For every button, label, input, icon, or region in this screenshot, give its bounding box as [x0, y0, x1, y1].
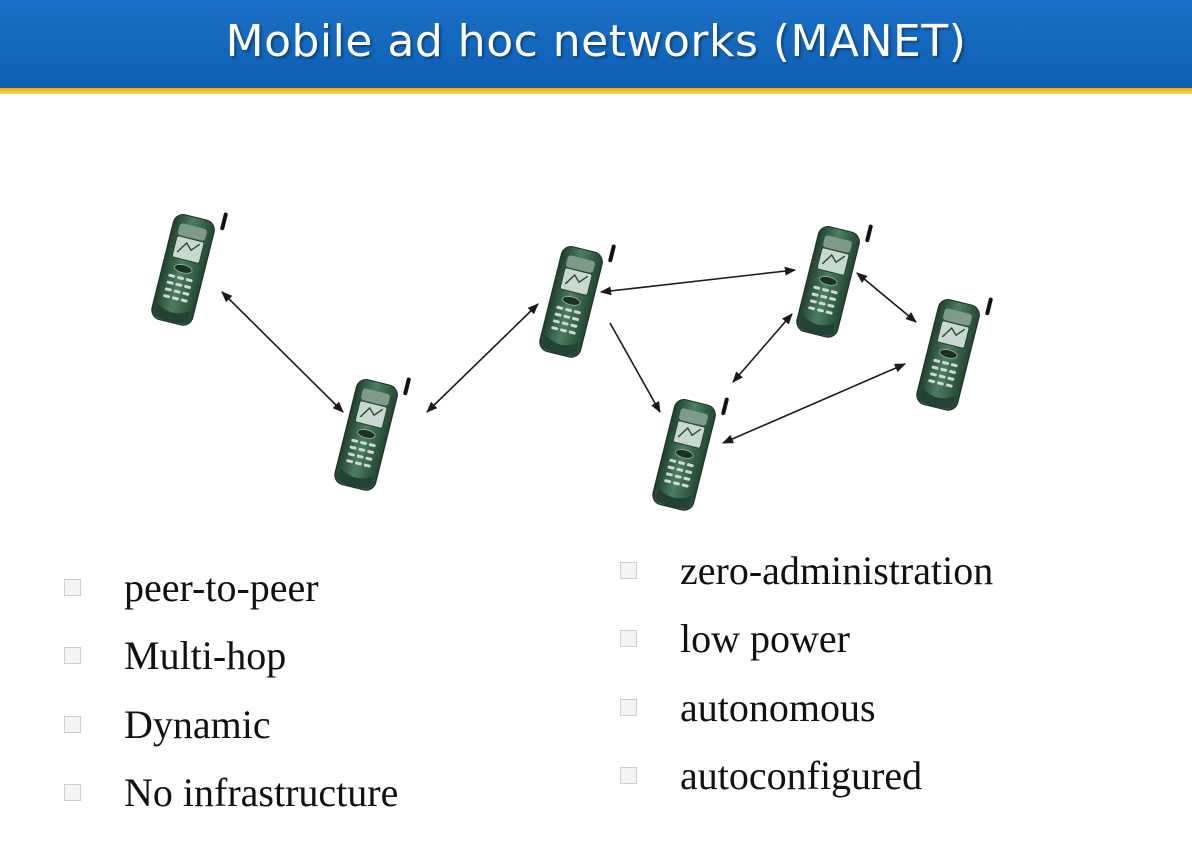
mobile-phone-icon: [331, 365, 412, 496]
mobile-phone-icon: [649, 385, 730, 516]
link-arrow: [599, 266, 797, 296]
link-arrow: [609, 322, 661, 413]
bullet-text: peer-to-peer: [124, 564, 319, 610]
manet-diagram: [148, 200, 994, 516]
phone-node-2: [331, 365, 412, 496]
bullet-list-right: zero-administration low power autonomous…: [620, 536, 993, 810]
bullet-text: autoconfigured: [680, 753, 923, 799]
link-arrow: [721, 363, 907, 444]
link-arrow: [856, 272, 917, 323]
bullet-square-icon: [620, 561, 637, 579]
bullet-square-icon: [620, 767, 637, 785]
mobile-phone-icon: [536, 232, 617, 363]
bullet-text: Dynamic: [124, 701, 271, 747]
bullet-item: autoconfigured: [620, 742, 993, 811]
slide-title: Mobile ad hoc networks (MANET): [225, 15, 967, 67]
bullet-square-icon: [620, 698, 637, 716]
bullet-item: zero-administration: [620, 536, 993, 605]
link-arrow: [426, 303, 539, 413]
bullet-square-icon: [64, 715, 81, 733]
mobile-phone-icon: [148, 200, 229, 331]
bullet-square-icon: [620, 630, 637, 648]
bullet-item: low power: [620, 605, 993, 674]
bullet-text: zero-administration: [680, 547, 994, 593]
phone-node-6: [649, 385, 730, 516]
bullet-item: No infrastructure: [64, 759, 398, 828]
title-bar: Mobile ad hoc networks (MANET): [0, 0, 1192, 94]
link-arrow: [221, 291, 344, 413]
bullet-square-icon: [64, 578, 81, 596]
bullet-text: Multi-hop: [124, 633, 287, 679]
bullet-item: autonomous: [620, 673, 993, 742]
phone-node-5: [913, 285, 994, 416]
bullet-text: autonomous: [680, 684, 876, 730]
bullet-square-icon: [64, 647, 81, 665]
bullet-text: low power: [680, 616, 850, 662]
mobile-phone-icon: [913, 285, 994, 416]
bullet-item: Multi-hop: [64, 622, 398, 691]
bullet-square-icon: [64, 784, 81, 802]
bullet-list-left: peer-to-peer Multi-hop Dynamic No infras…: [64, 553, 398, 827]
bullet-item: peer-to-peer: [64, 553, 398, 622]
phone-node-3: [536, 232, 617, 363]
phone-node-1: [148, 200, 229, 331]
bullet-text: No infrastructure: [124, 770, 399, 816]
link-arrow: [732, 313, 793, 383]
bullet-item: Dynamic: [64, 690, 398, 759]
